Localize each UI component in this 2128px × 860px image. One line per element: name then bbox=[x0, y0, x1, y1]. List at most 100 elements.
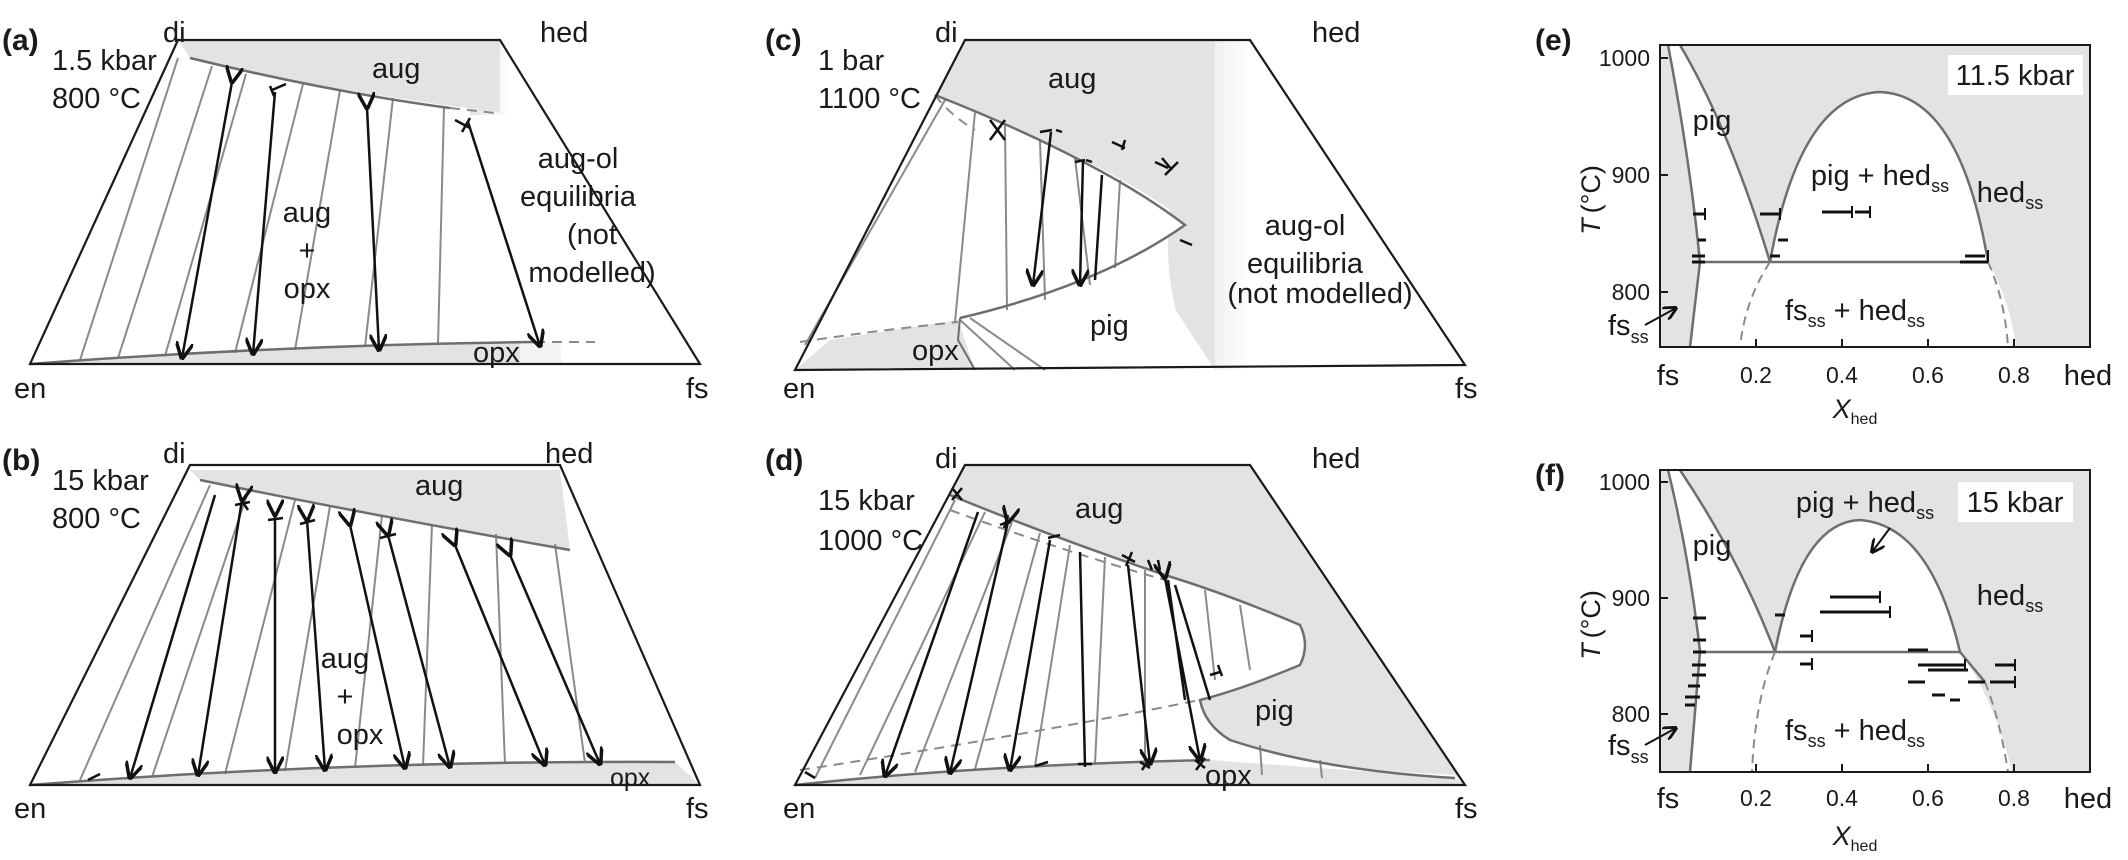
panel-e-pig-field bbox=[1668, 45, 1770, 262]
panel-c-arrows bbox=[989, 119, 1193, 285]
svg-text:pig + hedss: pig + hedss bbox=[1796, 487, 1934, 523]
panel-c-aug-fade bbox=[1180, 40, 1250, 370]
panel-c-corner-en: en bbox=[783, 373, 815, 405]
panel-a-opx-fade bbox=[520, 340, 570, 365]
panel-e-xaxis-X: X bbox=[1832, 394, 1852, 424]
panel-a-two-phase-aug: aug bbox=[283, 197, 331, 229]
panel-e-field-pig-hed-sub: ss bbox=[1931, 176, 1949, 196]
panel-e-data-bars bbox=[1692, 210, 1988, 264]
panel-e-field-pig: pig bbox=[1693, 105, 1732, 137]
panel-e-axes bbox=[1659, 44, 2091, 348]
panel-a-two-phase-opx: opx bbox=[284, 273, 331, 305]
panel-c-pig-opx-field bbox=[795, 165, 1215, 370]
panel-a-opx-field bbox=[30, 342, 562, 364]
panel-c-aug-boundary bbox=[934, 93, 1188, 320]
panel-e-xaxis-sub: hed bbox=[1851, 411, 1878, 428]
panel-b: (b) 15 kbar 800 °C di hed en fs aug opx … bbox=[2, 438, 709, 825]
panel-a-opx-boundary bbox=[29, 340, 536, 366]
panel-f-field-hed: hed bbox=[1977, 580, 2025, 612]
panel-b-corner-di: di bbox=[163, 438, 186, 470]
panel-a-pressure: 1.5 kbar bbox=[52, 45, 157, 77]
panel-e-field-hed-sub: ss bbox=[2025, 193, 2043, 213]
panel-c-letter: (c) bbox=[765, 24, 802, 57]
svg-text:fsss: fsss bbox=[1608, 730, 1649, 767]
svg-text:Xhed: Xhed bbox=[1832, 394, 1878, 428]
panel-a-note-1: aug-ol bbox=[538, 143, 619, 175]
svg-text:fsss: fsss bbox=[1608, 310, 1649, 347]
svg-text:fsss + hedss: fsss + hedss bbox=[1785, 295, 1925, 331]
svg-text:pig + hedss: pig + hedss bbox=[1811, 160, 1949, 196]
panel-b-triangle-outline bbox=[28, 463, 702, 787]
svg-text:hedss: hedss bbox=[1977, 580, 2043, 616]
panel-e-field-hed: hed bbox=[1977, 177, 2025, 209]
panel-b-corner-hed: hed bbox=[545, 438, 593, 470]
panel-a-note-2: equilibria bbox=[520, 181, 637, 213]
panel-f-x-left-end: fs bbox=[1657, 783, 1680, 815]
panel-f-boundaries bbox=[1666, 469, 1986, 773]
panel-e-ytick-1000: 1000 bbox=[1599, 45, 1650, 71]
panel-e-field-fs-sub: ss bbox=[1631, 327, 1649, 347]
panel-d-temperature: 1000 °C bbox=[818, 525, 923, 557]
panel-a-label-aug: aug bbox=[372, 53, 420, 85]
panel-e-yaxis-T: T bbox=[1576, 216, 1606, 235]
panel-f-field-fs: fs bbox=[1608, 730, 1631, 762]
panel-e-bar-ticks bbox=[1704, 206, 1989, 262]
panel-f-xtick-0.4: 0.4 bbox=[1826, 785, 1858, 811]
panel-e-pressure-box bbox=[1948, 55, 2083, 95]
panel-a-temperature: 800 °C bbox=[52, 83, 141, 115]
panel-e-x-right-end: hed bbox=[2064, 360, 2112, 392]
panel-c-triangle-outline bbox=[793, 38, 1468, 372]
panel-f-fs-hed-field bbox=[1690, 652, 2012, 772]
panel-a-aug-fade bbox=[470, 40, 510, 115]
panel-f-field-pig-hed: pig + hed bbox=[1796, 487, 1916, 519]
panel-c-label-pig: pig bbox=[1090, 310, 1129, 342]
panel-b-label-opx: opx bbox=[610, 764, 651, 792]
panel-d-aug-boundary bbox=[949, 493, 1456, 780]
panel-a: (a) 1.5 kbar 800 °C di hed en fs aug opx… bbox=[2, 17, 709, 405]
panel-f-field-pig-hed-sub: ss bbox=[1916, 503, 1934, 523]
panel-b-corner-fs: fs bbox=[686, 793, 709, 825]
panel-f-yaxis-unit: (°C) bbox=[1576, 590, 1606, 638]
panel-f: 15 kbar (f) 1000 900 800 T(°C) fs 0.2 0.… bbox=[1535, 459, 2112, 855]
panel-b-two-phase-aug: aug bbox=[321, 643, 369, 675]
panel-f-field-fs-hed-1: fs bbox=[1785, 715, 1808, 747]
panel-c-note-2: equilibria bbox=[1247, 248, 1364, 280]
panel-f-xaxis-sub: hed bbox=[1851, 838, 1878, 855]
panel-e-pressure: 11.5 kbar bbox=[1956, 60, 2075, 92]
panel-c-aug-field bbox=[935, 40, 1215, 370]
panel-b-two-phase-opx: opx bbox=[337, 719, 384, 751]
panel-a-note-3: (not bbox=[567, 219, 617, 251]
panel-f-xtick-0.8: 0.8 bbox=[1998, 785, 2030, 811]
panel-e-xtick-0.6: 0.6 bbox=[1912, 362, 1944, 388]
panel-e-ytick-900: 900 bbox=[1612, 162, 1650, 188]
panel-e-boundaries bbox=[1666, 44, 1990, 348]
panel-c-opx-field bbox=[795, 320, 975, 370]
panel-e-ytick-800: 800 bbox=[1612, 279, 1650, 305]
panel-c-label-aug: aug bbox=[1048, 63, 1096, 95]
panel-f-ytick-1000: 1000 bbox=[1599, 469, 1650, 495]
panel-d-corner-hed: hed bbox=[1312, 443, 1360, 475]
panel-c-note-3: (not modelled) bbox=[1227, 278, 1412, 310]
panel-a-corner-di: di bbox=[163, 17, 186, 49]
panel-e-field-fs-hed-2: + hed bbox=[1826, 295, 1907, 327]
panel-a-note-4: modelled) bbox=[528, 257, 655, 289]
panel-f-data-bars bbox=[1685, 595, 2015, 707]
panel-f-pressure: 15 kbar bbox=[1967, 487, 2064, 519]
panel-d-arrows bbox=[804, 487, 1224, 778]
panel-f-xaxis-X: X bbox=[1832, 821, 1852, 851]
panel-d-corner-fs: fs bbox=[1455, 793, 1478, 825]
panel-c-corner-hed: hed bbox=[1312, 17, 1360, 49]
panel-f-ytick-900: 900 bbox=[1612, 585, 1650, 611]
panel-f-xtick-0.6: 0.6 bbox=[1912, 785, 1944, 811]
panel-e-field-fs-hed-1: fs bbox=[1785, 295, 1808, 327]
panel-a-triangle-outline bbox=[28, 38, 702, 366]
panel-b-label-aug: aug bbox=[415, 470, 463, 502]
panel-b-arrows bbox=[87, 495, 600, 780]
panel-d-triangle-outline bbox=[793, 463, 1468, 787]
panel-c-temperature: 1100 °C bbox=[818, 83, 921, 115]
panel-e-two-phase-field bbox=[1770, 92, 1988, 262]
panel-f-field-pig: pig bbox=[1693, 530, 1732, 562]
panel-f-ytick-800: 800 bbox=[1612, 701, 1650, 727]
panel-e: 11.5 kbar (e) 1000 900 800 T(°C) fs 0.2 … bbox=[1535, 24, 2112, 428]
